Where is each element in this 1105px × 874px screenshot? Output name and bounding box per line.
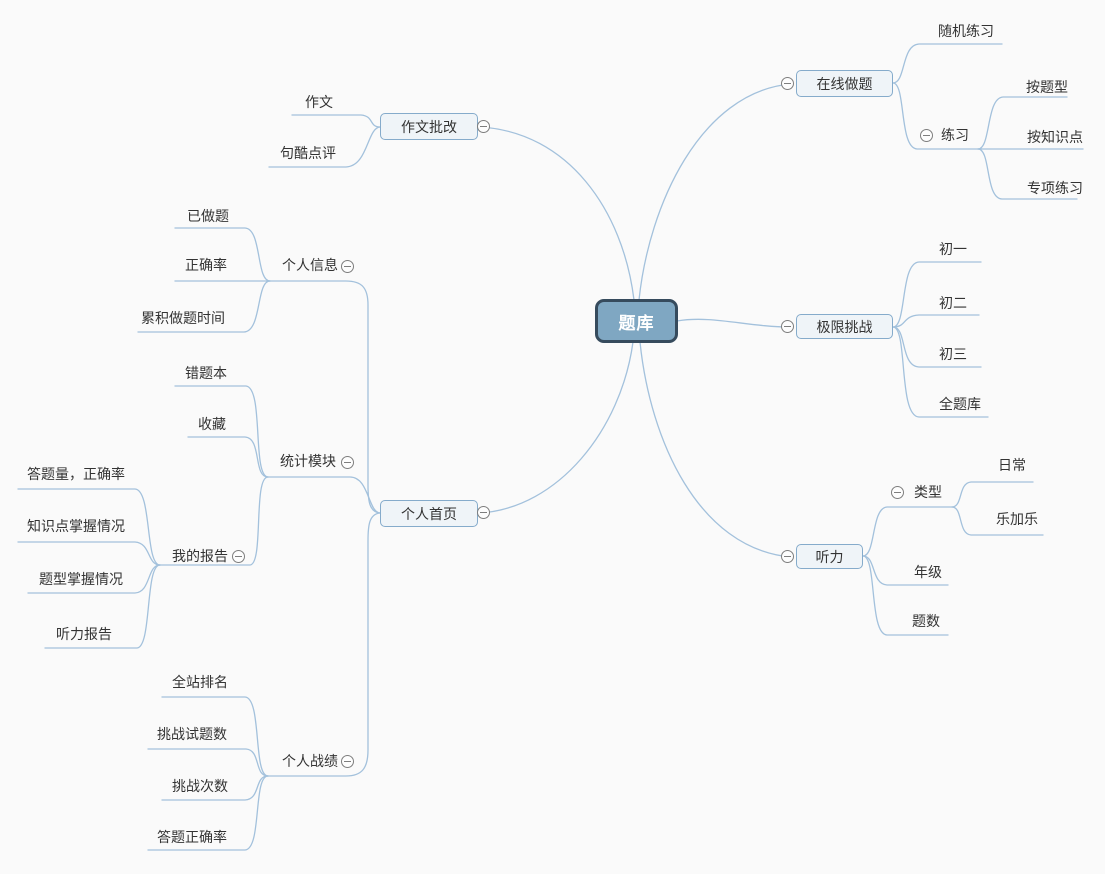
connector-essay-jukureview — [268, 126, 381, 168]
node-site-ranking[interactable]: 全站排名 — [172, 674, 228, 690]
connector-report-listening — [44, 564, 161, 649]
connector-listening-type — [862, 506, 953, 557]
connector-info-done — [174, 227, 271, 282]
connector-practice-special — [977, 148, 1078, 200]
node-by-question-type[interactable]: 按题型 — [1026, 79, 1068, 95]
connector-extreme-grade9 — [892, 326, 982, 368]
collapse-minus-icon-personal-homepage[interactable] — [477, 506, 490, 519]
connector-extreme-grade8 — [892, 314, 980, 328]
node-wrong-question-book[interactable]: 错题本 — [185, 365, 227, 381]
node-accuracy-rate[interactable]: 正确率 — [185, 257, 227, 273]
node-challenge-times[interactable]: 挑战次数 — [172, 778, 228, 794]
connector-report-knowledge — [17, 541, 161, 566]
node-answer-accuracy[interactable]: 答题正确率 — [157, 829, 227, 845]
connector-online-random — [892, 43, 1003, 84]
connector-root-homepage — [479, 341, 634, 514]
node-special-practice[interactable]: 专项练习 — [1027, 180, 1083, 196]
node-juku-review[interactable]: 句酷点评 — [280, 145, 336, 161]
connector-achievement-ranking — [161, 696, 269, 777]
node-done-questions[interactable]: 已做题 — [187, 208, 229, 224]
node-online-practice[interactable]: 在线做题 — [796, 70, 893, 97]
node-personal-info[interactable]: 个人信息 — [282, 257, 338, 273]
node-grade7[interactable]: 初一 — [939, 241, 967, 257]
connector-extreme-allbank — [892, 326, 989, 418]
node-favorites[interactable]: 收藏 — [198, 416, 226, 432]
connector-root-online — [638, 83, 791, 301]
node-stats-module[interactable]: 统计模块 — [280, 453, 336, 469]
node-challenge-question-count[interactable]: 挑战试题数 — [157, 726, 227, 742]
collapse-minus-icon-my-report[interactable] — [232, 550, 245, 563]
connector-info-time — [137, 280, 271, 333]
connector-achievement-qcount — [147, 748, 269, 777]
node-essay-correction[interactable]: 作文批改 — [380, 113, 478, 140]
collapse-minus-icon-personal-achievement[interactable] — [341, 755, 354, 768]
connector-listening-count — [862, 555, 949, 636]
connector-homepage-stats — [267, 476, 381, 514]
connector-achievement-accuracy — [147, 775, 269, 851]
root-node-question-bank[interactable]: 题库 — [595, 299, 678, 343]
node-listening-grade[interactable]: 年级 — [914, 564, 942, 580]
node-all-question-bank[interactable]: 全题库 — [939, 396, 981, 412]
node-listening-report[interactable]: 听力报告 — [56, 626, 112, 642]
collapse-minus-icon-stats-module[interactable] — [341, 456, 354, 469]
node-random-practice[interactable]: 随机练习 — [938, 23, 994, 39]
collapse-minus-icon-listening[interactable] — [781, 550, 794, 563]
connector-type-lejiale — [951, 506, 1044, 536]
collapse-minus-icon-extreme-challenge[interactable] — [781, 320, 794, 333]
connector-achievement-times — [161, 775, 269, 801]
connector-type-daily — [951, 481, 1034, 508]
node-personal-homepage[interactable]: 个人首页 — [380, 500, 478, 527]
connector-online-practice — [892, 82, 979, 150]
node-cumulative-time[interactable]: 累积做题时间 — [141, 310, 225, 326]
connector-root-listening — [639, 341, 791, 558]
connector-homepage-achievement — [267, 512, 381, 777]
connector-stats-favorites — [187, 436, 269, 478]
connector-essay-composition — [291, 114, 381, 128]
node-by-knowledge-point[interactable]: 按知识点 — [1027, 129, 1083, 145]
connector-stats-wrongbook — [174, 385, 269, 478]
node-grade8[interactable]: 初二 — [939, 295, 967, 311]
node-daily[interactable]: 日常 — [998, 457, 1026, 473]
node-grade9[interactable]: 初三 — [939, 346, 967, 362]
node-extreme-challenge[interactable]: 极限挑战 — [796, 314, 893, 339]
node-practice[interactable]: 练习 — [941, 127, 969, 143]
connector-listening-grade — [862, 555, 949, 586]
node-knowledge-mastery[interactable]: 知识点掌握情况 — [27, 518, 125, 534]
connector-stats-myreport — [159, 476, 269, 566]
node-question-count[interactable]: 题数 — [912, 613, 940, 629]
connector-extreme-grade7 — [892, 261, 982, 328]
node-personal-achievement[interactable]: 个人战绩 — [282, 753, 338, 769]
connector-practice-bytype — [977, 96, 1068, 150]
node-lejiale[interactable]: 乐加乐 — [996, 511, 1038, 527]
collapse-minus-icon-essay-correction[interactable] — [477, 120, 490, 133]
node-answer-amount-accuracy[interactable]: 答题量，正确率 — [27, 466, 125, 482]
connector-root-essay — [479, 126, 635, 301]
connector-root-extreme — [676, 318, 791, 328]
collapse-minus-icon-personal-info[interactable] — [341, 260, 354, 273]
connector-homepage-personalinfo — [269, 280, 381, 514]
collapse-minus-icon-listening-type[interactable] — [891, 486, 904, 499]
node-composition[interactable]: 作文 — [305, 94, 333, 110]
connector-report-amount — [17, 488, 161, 566]
node-my-report[interactable]: 我的报告 — [172, 548, 228, 564]
collapse-minus-icon-practice[interactable] — [920, 129, 933, 142]
node-listening-type[interactable]: 类型 — [914, 484, 942, 500]
node-qtype-mastery[interactable]: 题型掌握情况 — [39, 571, 123, 587]
node-listening[interactable]: 听力 — [796, 544, 863, 569]
collapse-minus-icon-online-practice[interactable] — [781, 77, 794, 90]
